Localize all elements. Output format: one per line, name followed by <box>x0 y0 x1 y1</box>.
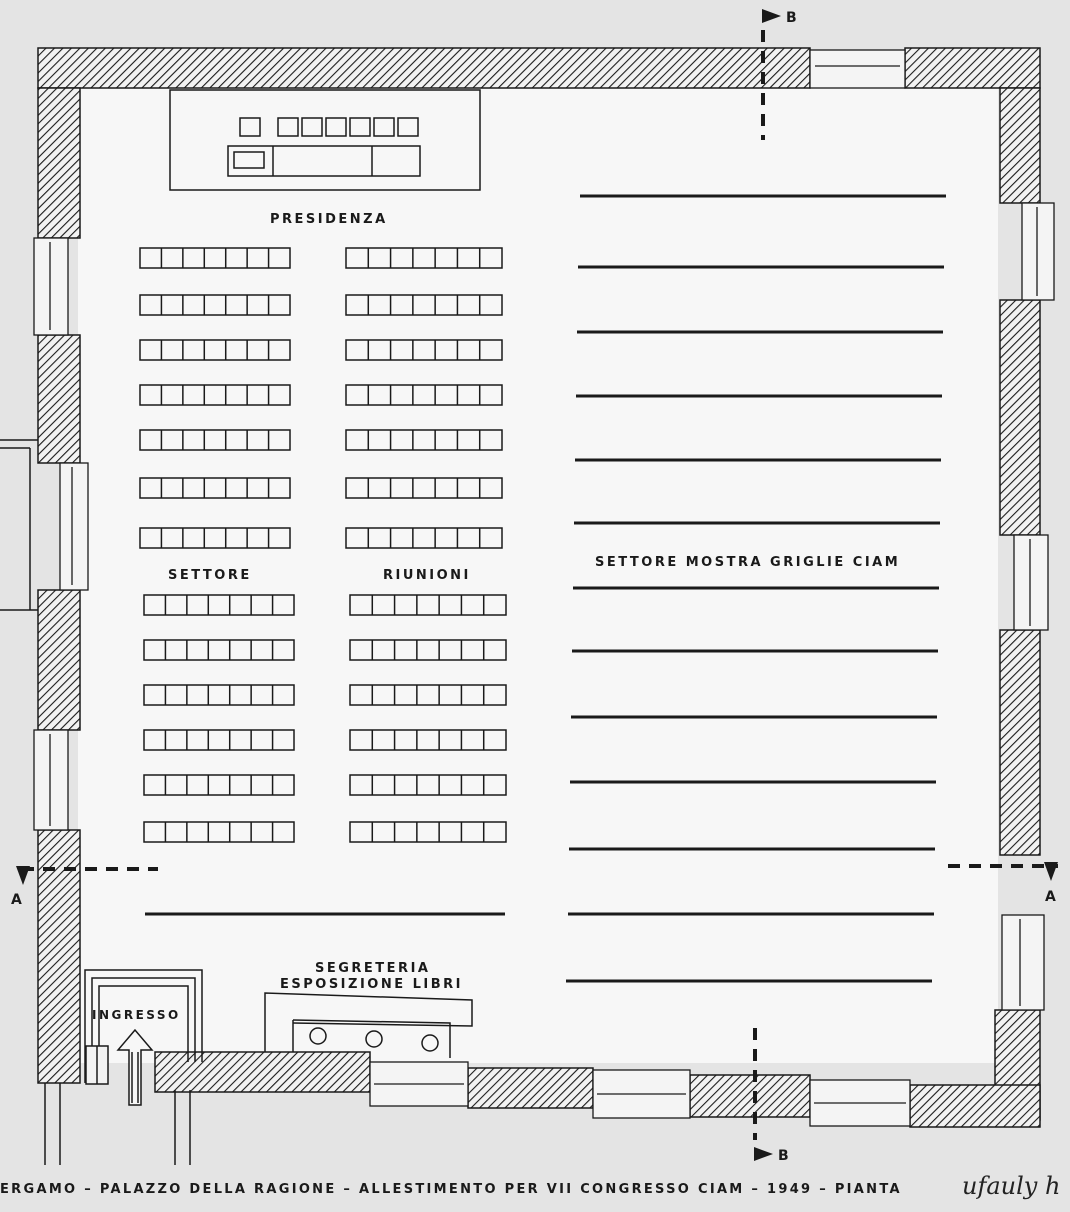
entrance <box>44 969 203 1165</box>
label-mostra: SETTORE MOSTRA GRIGLIE CIAM <box>595 555 900 570</box>
window-right-1 <box>1021 202 1055 301</box>
seat-row <box>143 684 295 706</box>
section-arrow-a-left-icon <box>16 866 30 885</box>
section-arrow-a-right-icon <box>1044 862 1058 881</box>
seat-row <box>349 594 507 616</box>
wall-bottom-1 <box>154 1051 371 1093</box>
seat-row <box>139 294 291 316</box>
seat-row <box>345 384 503 406</box>
wall-bottom-3 <box>689 1074 811 1118</box>
label-settore: SETTORE <box>168 568 252 583</box>
wall-left-4 <box>37 829 81 1084</box>
label-esposizione: ESPOSIZIONE LIBRI <box>280 977 463 992</box>
seat-row <box>139 429 291 451</box>
wall-right-1 <box>999 87 1041 204</box>
windows <box>33 49 1055 1127</box>
section-mark-a-left: A <box>11 892 24 908</box>
presidency-chair <box>277 117 299 137</box>
stool <box>421 1034 439 1052</box>
seat-row <box>345 429 503 451</box>
seat-row <box>143 639 295 661</box>
wall-top-right <box>904 47 1041 89</box>
seat-row <box>345 477 503 499</box>
seat-row <box>139 527 291 549</box>
seat-row <box>143 774 295 796</box>
drawing-caption: ERGAMO – PALAZZO DELLA RAGIONE – ALLESTI… <box>0 1182 902 1197</box>
seat-row <box>139 384 291 406</box>
seat-row <box>345 339 503 361</box>
seat-row <box>139 339 291 361</box>
wall-left-2 <box>37 334 81 464</box>
section-mark-a-right: A <box>1045 889 1058 905</box>
seat-row <box>345 527 503 549</box>
stool <box>309 1027 327 1045</box>
window-left-1 <box>33 237 69 336</box>
section-mark-b-top: B <box>786 10 799 26</box>
section-mark-b-bottom: B <box>778 1148 791 1164</box>
window-left-2 <box>59 462 89 591</box>
label-presidenza: PRESIDENZA <box>270 212 388 227</box>
seating-area <box>139 247 507 843</box>
section-arrows <box>16 9 1058 1161</box>
seat-row <box>349 774 507 796</box>
seat-row <box>143 729 295 751</box>
label-ingresso: INGRESSO <box>92 1008 181 1022</box>
section-arrow-b-top-icon <box>762 9 781 23</box>
presidency-chair <box>397 117 419 137</box>
seat-row <box>349 684 507 706</box>
wall-left-3 <box>37 589 81 731</box>
seat-row <box>349 821 507 843</box>
seat-row <box>349 729 507 751</box>
presidency-chair <box>239 117 261 137</box>
seat-row <box>345 294 503 316</box>
wall-top-left <box>37 47 811 89</box>
seat-row <box>345 247 503 269</box>
presidency-chair <box>325 117 347 137</box>
section-arrow-b-bottom-icon <box>754 1147 773 1161</box>
seat-row <box>349 639 507 661</box>
presidency-table <box>169 89 481 191</box>
author-signature: ufauly h <box>962 1172 1061 1200</box>
external-annex <box>0 439 38 611</box>
seat-row <box>139 477 291 499</box>
wall-bottom-2 <box>467 1067 594 1109</box>
window-left-3 <box>33 729 69 831</box>
stool <box>365 1030 383 1048</box>
presidency-desk <box>227 145 421 177</box>
wall-right-3 <box>999 629 1041 856</box>
secretariat-desk <box>264 992 473 1058</box>
presidency-chair <box>301 117 323 137</box>
exhibition-panels <box>566 194 946 983</box>
seat-row <box>139 247 291 269</box>
window-right-3 <box>1001 914 1045 1011</box>
presidency-chair <box>373 117 395 137</box>
label-riunioni: RIUNIONI <box>383 568 471 583</box>
label-segreteria: SEGRETERIA <box>315 961 430 976</box>
presidency-chair <box>349 117 371 137</box>
wall-right-2 <box>999 299 1041 536</box>
entrance-arrow-icon <box>116 1028 154 1106</box>
window-top <box>809 49 906 89</box>
wall-bottom-4 <box>909 1084 1041 1128</box>
section-lines <box>22 30 1058 1140</box>
seat-row <box>143 594 295 616</box>
wall-left-1 <box>37 87 81 239</box>
seat-row <box>143 821 295 843</box>
window-right-2 <box>1013 534 1049 631</box>
